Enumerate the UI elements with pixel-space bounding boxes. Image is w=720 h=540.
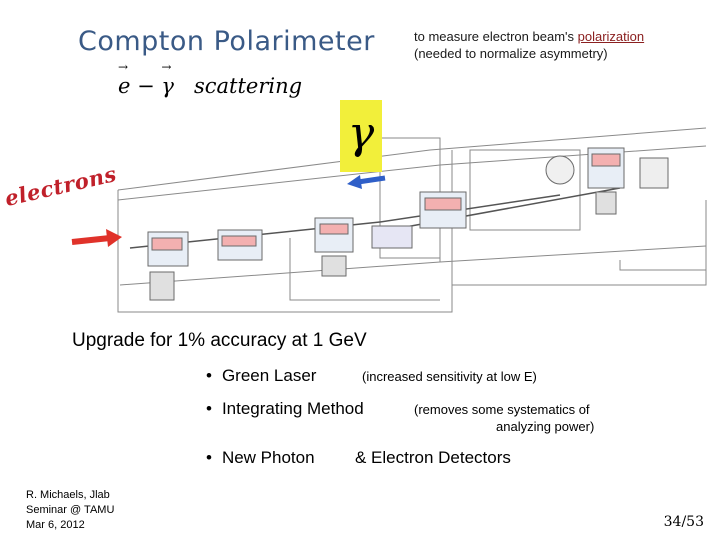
purpose-note: to measure electron beam's polarization … [414, 28, 644, 62]
seminar-venue: Seminar @ TAMU [26, 504, 115, 516]
bullet-dot: • [206, 448, 212, 467]
upgrade-heading: Upgrade for 1% accuracy at 1 GeV [72, 330, 367, 351]
bullet-label: New Photon [221, 448, 315, 467]
bullet-integrating-method: • Integrating Method [206, 399, 364, 419]
bullet-label: Integrating Method [221, 399, 364, 418]
polarization-link[interactable]: polarization [577, 29, 645, 44]
page-title: Compton Polarimeter [78, 26, 375, 57]
scattering-equation: e − γ scattering [118, 60, 303, 98]
page-number: 34/53 [663, 514, 704, 530]
photon-symbol: γ [161, 60, 174, 98]
photon-arrow [347, 175, 386, 189]
bullet-dot: • [206, 366, 212, 385]
bullet-detail: & Electron Detectors [355, 448, 511, 467]
bullet-label: Green Laser [221, 366, 317, 385]
hall-outline [117, 127, 707, 313]
purpose-note-prefix: to measure electron beam's [414, 29, 578, 44]
bullet-green-laser: • Green Laser [206, 366, 316, 386]
author-footer: R. Michaels, Jlab Seminar @ TAMU Mar 6, … [26, 488, 114, 533]
purpose-note-line2: (needed to normalize asymmetry) [414, 46, 608, 61]
bullet-detail: (removes some systematics of [414, 402, 590, 417]
scattering-word: scattering [193, 74, 303, 98]
bullet-detail-cont: analyzing power) [496, 419, 595, 434]
electron-arrow [71, 229, 122, 247]
bullet-detail: (increased sensitivity at low E) [362, 369, 537, 384]
bullet-new-photon: • New Photon [206, 448, 315, 468]
gamma-label-box: γ [340, 100, 382, 172]
beamline-components [147, 147, 669, 301]
seminar-date: Mar 6, 2012 [26, 519, 85, 531]
electron-symbol: e [118, 60, 130, 98]
beamline-diagram [71, 127, 707, 313]
minus-symbol: − [130, 74, 162, 98]
bullet-dot: • [206, 399, 212, 418]
author-name: R. Michaels, Jlab [26, 489, 110, 501]
